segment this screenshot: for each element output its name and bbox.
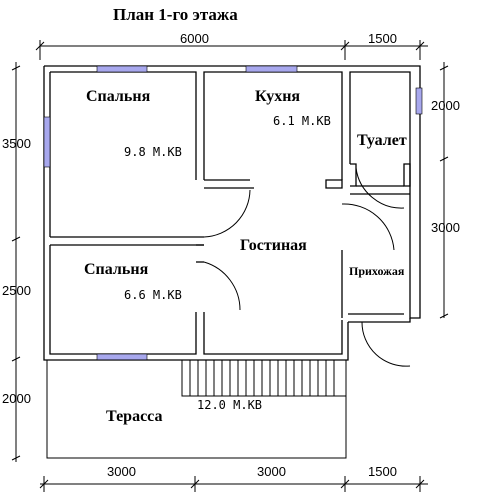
dim-bottom-1: 3000 (107, 464, 136, 479)
dim-top-main: 6000 (180, 31, 209, 46)
dim-left-3: 2000 (2, 391, 31, 406)
dim-left-1: 3500 (2, 136, 31, 151)
window-toilet (415, 87, 423, 115)
door-bedroom-top (203, 189, 251, 238)
terrace (46, 359, 347, 459)
dim-left-2: 2500 (2, 283, 31, 298)
door-hall-inner (341, 203, 395, 251)
window-bedroom-bottom (96, 353, 148, 361)
door-swings (203, 167, 411, 367)
room-name-living: Гостиная (240, 237, 307, 254)
dim-bottom-2: 3000 (257, 464, 286, 479)
room-name-hall: Прихожая (349, 264, 405, 278)
dimension-lines (11, 40, 449, 492)
dim-bottom-3: 1500 (368, 464, 397, 479)
door-toilet (355, 167, 405, 209)
dim-top-side: 1500 (368, 31, 397, 46)
door-entrance (361, 321, 411, 367)
dim-right-2: 3000 (431, 220, 460, 235)
room-name-toilet: Туалет (357, 132, 407, 149)
room-area-bedroom-bottom: 6.6 М.КВ (124, 288, 182, 302)
room-area-bedroom-top: 9.8 М.КВ (124, 145, 182, 159)
plan-title: План 1-го этажа (113, 5, 238, 24)
room-name-terrace: Терасса (106, 408, 162, 425)
room-name-bedroom-bottom: Спальня (84, 261, 149, 278)
walls (43, 65, 421, 361)
room-name-bedroom-top: Спальня (86, 88, 151, 105)
dim-right-1: 2000 (431, 98, 460, 113)
room-area-terrace: 12.0 М.КВ (197, 398, 262, 412)
door-bedroom-bottom (203, 261, 241, 311)
windows (43, 65, 423, 361)
window-bedroom-top (96, 65, 148, 73)
window-kitchen (245, 65, 298, 73)
room-area-kitchen: 6.1 М.КВ (273, 114, 331, 128)
window-bedroom-left (43, 116, 51, 168)
room-name-kitchen: Кухня (255, 88, 300, 105)
